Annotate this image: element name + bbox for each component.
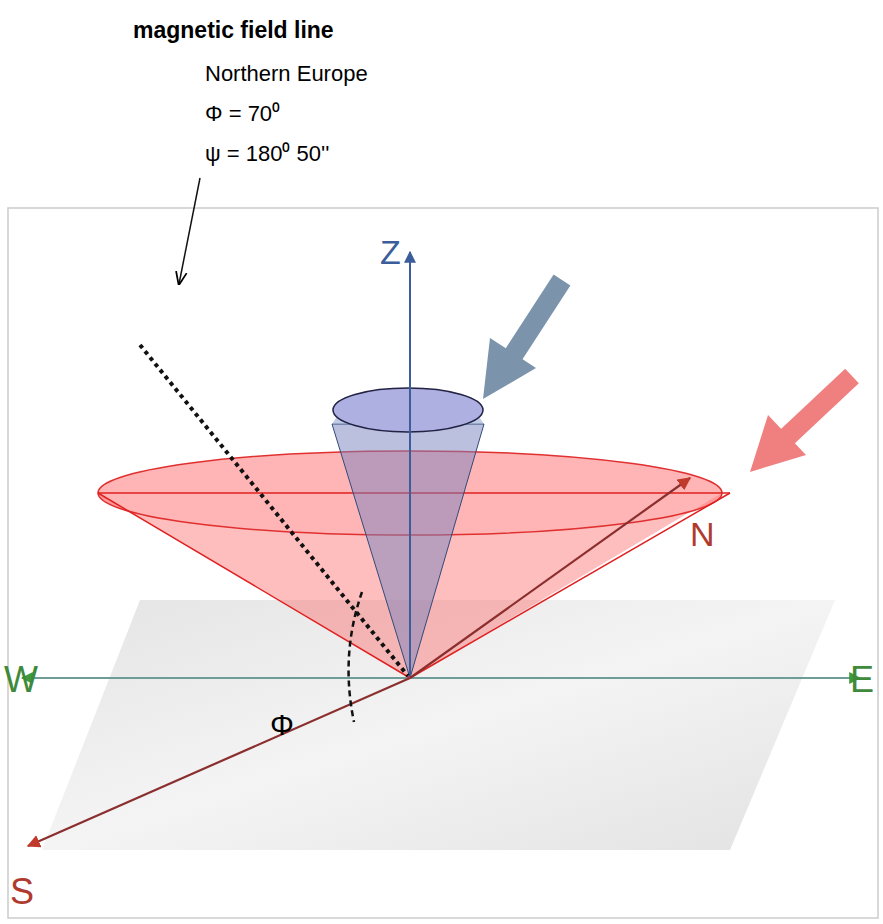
- axis-label: W: [4, 660, 38, 700]
- blue-pointer-arrow: [483, 280, 562, 399]
- location-label: Northern Europe: [205, 62, 368, 86]
- angle-arc: [349, 592, 362, 722]
- declination-value: ψ = 180⁰ 50'': [205, 142, 329, 166]
- axis-label: N: [690, 516, 715, 553]
- south-axis: [28, 678, 410, 846]
- magnetic-field-line: [140, 345, 408, 676]
- pink-pointer-arrow: [750, 376, 852, 472]
- axis-label: S: [10, 872, 34, 912]
- west-axis: [22, 677, 410, 679]
- east-axis: [410, 677, 860, 679]
- red-cone-edge: [410, 493, 730, 678]
- frame: [8, 208, 878, 918]
- axis-label: E: [850, 660, 874, 700]
- north-axis: [410, 478, 690, 678]
- axis-label: Z: [380, 234, 401, 271]
- blue-cone-body: [332, 424, 484, 678]
- z-axis: [409, 252, 411, 678]
- angle-label: Φ: [270, 708, 294, 741]
- blue-cone-top: [333, 388, 483, 432]
- callout-title: magnetic field line: [133, 18, 334, 43]
- leader-line: [179, 178, 200, 284]
- inclination-value: Φ = 70⁰: [205, 102, 280, 126]
